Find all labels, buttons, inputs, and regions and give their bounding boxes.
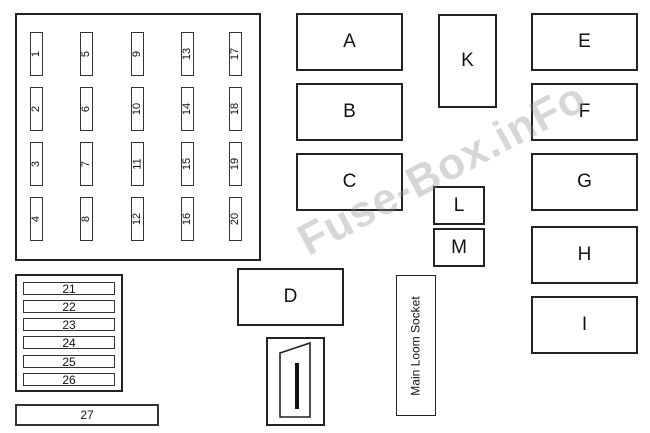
main-loom-socket: Main Loom Socket <box>396 275 436 416</box>
fuse-12: 12 <box>131 197 144 241</box>
relay-e: E <box>531 13 638 71</box>
fuse-16: 16 <box>181 197 194 241</box>
fuse-10: 10 <box>131 87 144 131</box>
slot-shape <box>279 341 311 418</box>
fuse-23: 23 <box>23 318 115 332</box>
relay-d: D <box>237 268 344 326</box>
fuse-15: 15 <box>181 142 194 186</box>
fuse-11: 11 <box>131 142 144 186</box>
fuse-26: 26 <box>23 373 115 387</box>
relay-c: C <box>296 153 403 211</box>
fuse-20: 20 <box>229 197 242 241</box>
relay-i: I <box>531 296 638 354</box>
relay-f: F <box>531 83 638 141</box>
main-loom-socket-label: Main Loom Socket <box>409 295 424 396</box>
relay-k: K <box>438 14 497 108</box>
fuse-4: 4 <box>30 197 43 241</box>
fuse-19: 19 <box>229 142 242 186</box>
fuse-6: 6 <box>80 87 93 131</box>
fuse-9: 9 <box>131 32 144 76</box>
slotted-component <box>266 337 325 426</box>
fuse-7: 7 <box>80 142 93 186</box>
fuse-1: 1 <box>30 32 43 76</box>
relay-b: B <box>296 83 403 141</box>
fuse-3: 3 <box>30 142 43 186</box>
fuse-8: 8 <box>80 197 93 241</box>
fuse-21: 21 <box>23 282 115 296</box>
relay-g: G <box>531 153 638 211</box>
fuse-17: 17 <box>229 32 242 76</box>
relay-h: H <box>531 226 638 284</box>
relay-m: M <box>433 228 485 267</box>
relay-l: L <box>433 186 485 225</box>
fuse-18: 18 <box>229 87 242 131</box>
fuse-22: 22 <box>23 300 115 314</box>
relay-a: A <box>296 13 403 71</box>
fuse-2: 2 <box>30 87 43 131</box>
fuse-27: 27 <box>15 404 159 426</box>
fuse-24: 24 <box>23 336 115 350</box>
fuse-5: 5 <box>80 32 93 76</box>
fuse-14: 14 <box>181 87 194 131</box>
fuse-13: 13 <box>181 32 194 76</box>
fuse-25: 25 <box>23 355 115 369</box>
